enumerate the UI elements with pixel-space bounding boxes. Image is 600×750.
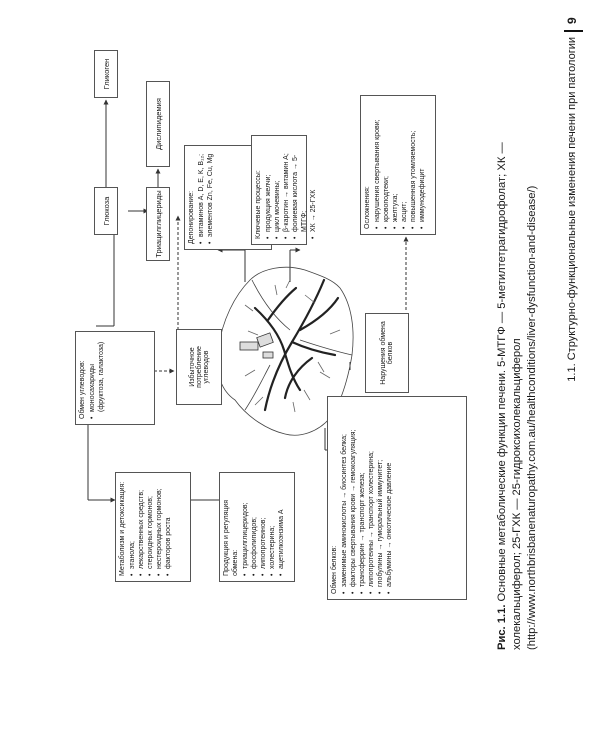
production-title: Продукция и регуляция обмена:	[223, 499, 239, 576]
key-processes-list: продукция желчи; цикл мочевины; β-кароти…	[265, 141, 319, 239]
page-number: 9	[565, 17, 579, 24]
triglycerides-label: Триацилглицериды	[153, 190, 163, 258]
complications-list: нарушения свертывания крови; кровоподтек…	[374, 101, 428, 229]
list-item: ацетилкоэнзима A	[278, 478, 287, 576]
production-list: триацилглицеридов; фосфолипидов; липопро…	[242, 478, 287, 576]
list-item: кровоподтеки;	[383, 101, 392, 229]
list-item: элементов Zn, Fe, Cu, Mg	[207, 151, 216, 244]
glucose-label: Глюкоза	[101, 196, 111, 226]
complications-box: Осложнения: нарушения свертывания крови;…	[360, 95, 436, 235]
carb-metabolism-list: моносахариды (фруктоза, галактоза)	[89, 337, 107, 419]
glucose-box: Глюкоза	[94, 187, 118, 235]
list-item: нестероидных гормонов;	[156, 478, 165, 576]
deposition-title: Депонирование:	[188, 190, 195, 244]
protein-metabolism-box: Обмен белков: заменимые аминокислоты → б…	[327, 396, 467, 600]
glycogen-label: Гликоген	[101, 58, 111, 90]
key-processes-title: Ключевые процессы:	[255, 170, 262, 239]
header-rule	[564, 30, 583, 32]
list-item: этанола;	[129, 478, 138, 576]
list-item: лекарственных средств;	[138, 478, 147, 576]
key-processes-box: Ключевые процессы: продукция желчи; цикл…	[251, 135, 317, 245]
carb-metabolism-box: Обмен углеводов: моносахариды (фруктоза,…	[75, 331, 155, 425]
list-item: глобулины → гуморальный иммунитет;	[377, 402, 386, 594]
list-item: иммунодефицит	[419, 101, 428, 229]
detox-title: Метаболизм и детоксикация:	[119, 481, 126, 576]
list-item: липопротеины → транспорт холестерина;	[368, 402, 377, 594]
list-item: фолиевая кислота → 5-МТГФ;	[292, 141, 310, 239]
protein-disorder-label: Нарушения обмена белков	[380, 321, 394, 385]
list-item: цикл мочевины;	[274, 141, 283, 239]
liver-branches	[244, 279, 341, 413]
list-item: фосфолипидов;	[251, 478, 260, 576]
deposition-list: витаминов A, D, E, K, B₁₂; элементов Zn,…	[198, 151, 216, 244]
running-header: 1.1. Структурно-функциональные изменения…	[564, 0, 586, 732]
list-item: продукция желчи;	[265, 141, 274, 239]
figure-label: Рис. 1.1.	[496, 604, 508, 650]
list-item: витаминов A, D, E, K, B₁₂;	[198, 151, 207, 244]
list-item: факторов роста	[165, 478, 174, 576]
carb-metabolism-title: Обмен углеводов:	[79, 360, 86, 419]
complications-title: Осложнения:	[364, 186, 371, 229]
list-item: β-каротин → витамин A;	[283, 141, 292, 239]
protein-disorder-box: Нарушения обмена белков	[365, 313, 409, 393]
dyslipidemia-box: Дислипидемия	[146, 81, 170, 167]
glycogen-box: Гликоген	[94, 50, 118, 98]
liver-illustration	[216, 266, 354, 436]
figure-caption-text: Основные метаболические функции печени. …	[496, 142, 538, 650]
list-item: желтуха;	[392, 101, 401, 229]
list-item: нарушения свертывания крови;	[374, 101, 383, 229]
list-item: повышенная утомляемость;	[410, 101, 419, 229]
protein-metabolism-list: заменимые аминокислоты → биосинтез белка…	[341, 402, 395, 594]
list-item: холестерина;	[269, 478, 278, 576]
detox-box: Метаболизм и детоксикация: этанола; лека…	[115, 472, 191, 582]
detox-list: этанола; лекарственных средств; стероидн…	[129, 478, 174, 576]
list-item: стероидных гормонов;	[147, 478, 156, 576]
liver-vessel-stubs	[239, 332, 274, 359]
list-item: заменимые аминокислоты → биосинтез белка…	[341, 402, 350, 594]
carb-excess-label: Избыточное потребление углеводов	[188, 346, 210, 388]
list-item: липопротеинов;	[260, 478, 269, 576]
triglycerides-box: Триацилглицериды	[146, 187, 170, 261]
protein-metabolism-title: Обмен белков:	[331, 545, 338, 594]
carb-excess-box: Избыточное потребление углеводов	[176, 329, 222, 405]
liver-vessels	[253, 278, 340, 412]
list-item: ХК → 25-ГХК	[310, 141, 319, 239]
list-item: факторы свертывания крови → гемокоагуляц…	[350, 402, 359, 594]
figure-caption: Рис. 1.1. Основные метаболические функци…	[495, 50, 539, 650]
liver-outline	[216, 266, 354, 436]
production-box: Продукция и регуляция обмена: триацилгли…	[219, 472, 295, 582]
list-item: трансферрин → транспорт железа;	[359, 402, 368, 594]
dyslipidemia-label: Дислипидемия	[153, 98, 163, 150]
chapter-title: 1.1. Структурно-функциональные изменения…	[566, 37, 578, 382]
list-item: альбумины → онкотическое давление	[386, 402, 395, 594]
list-item: асцит;	[401, 101, 410, 229]
list-item: моносахариды (фруктоза, галактоза)	[89, 337, 107, 419]
list-item: триацилглицеридов;	[242, 478, 251, 576]
